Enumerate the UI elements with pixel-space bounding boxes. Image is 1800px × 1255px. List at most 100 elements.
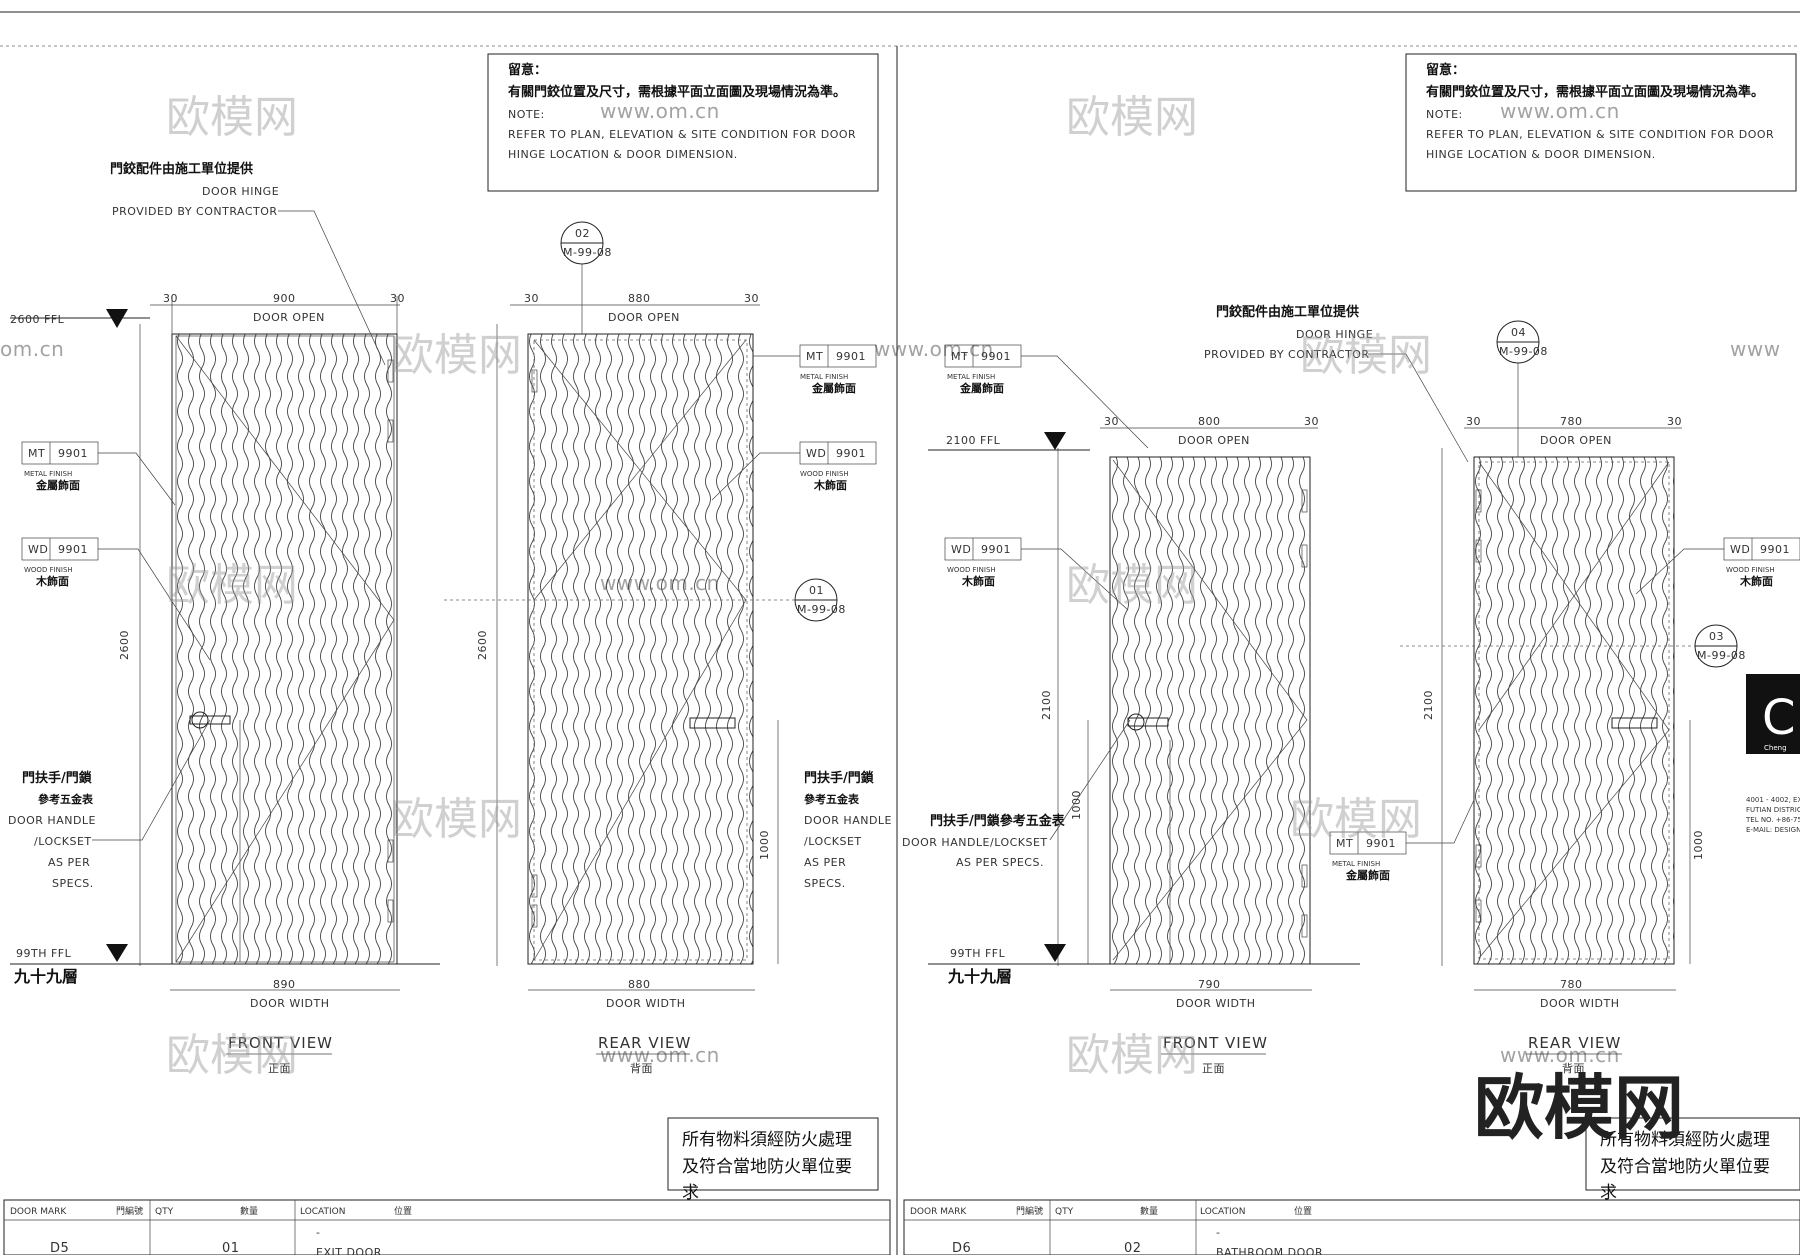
svg-text:METAL FINISH: METAL FINISH [1332, 860, 1380, 868]
svg-text:DOOR OPEN: DOOR OPEN [1178, 434, 1250, 447]
level-top: 2600 FFL [10, 313, 65, 326]
svg-text:30: 30 [744, 292, 759, 305]
svg-text:WD: WD [28, 543, 48, 556]
svg-text:02: 02 [1124, 1241, 1142, 1255]
svg-text:門編號: 門編號 [1016, 1205, 1043, 1217]
svg-text:/LOCKSET: /LOCKSET [804, 835, 862, 848]
svg-text:01: 01 [222, 1241, 240, 1255]
svg-text:METAL FINISH: METAL FINISH [24, 470, 72, 478]
note-cn: 有關門鉸位置及尺寸，需根據平面立面圖及現場情況為準。 [508, 84, 846, 100]
note-cn: 有關門鉸位置及尺寸，需根據平面立面圖及現場情況為準。 [1426, 84, 1764, 100]
view-title-rear: REAR VIEW [598, 1034, 691, 1052]
hinge-label-en1: DOOR HINGE [202, 185, 279, 198]
svg-text:1000: 1000 [1070, 790, 1083, 820]
svg-text:門編號: 門編號 [116, 1205, 143, 1217]
svg-text:REAR VIEW: REAR VIEW [1528, 1034, 1621, 1052]
svg-text:D5: D5 [50, 1241, 69, 1255]
svg-text:30: 30 [1104, 415, 1119, 428]
svg-text:www.om.cn: www.om.cn [600, 99, 720, 123]
svg-text:-: - [316, 1226, 320, 1239]
svg-text:DOOR HANDLE/LOCKSET: DOOR HANDLE/LOCKSET [902, 836, 1048, 849]
svg-text:EXIT DOOR: EXIT DOOR [316, 1246, 382, 1255]
svg-text:M-99-08: M-99-08 [1499, 345, 1548, 358]
svg-text:背面: 背面 [1562, 1061, 1585, 1075]
svg-text:TEL NO. +86-75: TEL NO. +86-75 [1745, 816, 1800, 824]
svg-text:800: 800 [1198, 415, 1221, 428]
svg-text:門扶手/門鎖: 門扶手/門鎖 [804, 770, 875, 786]
svg-text:欧模网: 欧模网 [166, 1030, 298, 1081]
hinge-label-cn: 門鉸配件由施工單位提供 [110, 161, 253, 177]
side-title-block: C Cheng 4001 - 4002, EXC FUTIAN DISTRICT… [1745, 674, 1800, 834]
svg-text:DOOR HANDLE: DOOR HANDLE [8, 814, 96, 827]
svg-text:1000: 1000 [758, 830, 771, 860]
svg-text:MT: MT [1336, 837, 1353, 850]
svg-text:AS PER: AS PER [48, 856, 90, 869]
svg-text:位置: 位置 [394, 1205, 412, 1217]
dim-door-width: DOOR WIDTH [250, 997, 330, 1010]
fire-note-left: 所有物料須經防火處理 及符合當地防火單位要 求 [667, 1117, 879, 1203]
svg-text:數量: 數量 [1140, 1205, 1158, 1217]
d5-rear-view: 30 30 880 DOOR OPEN 2600 880 DOOR WIDTH … [444, 221, 846, 1075]
svg-text:9901: 9901 [981, 543, 1011, 556]
svg-text:FRONT VIEW: FRONT VIEW [1163, 1034, 1268, 1052]
svg-text:DOOR HINGE: DOOR HINGE [1296, 328, 1373, 341]
svg-text:所有物料須經防火處理: 所有物料須經防火處理 [1600, 1130, 1770, 1150]
note-title: 留意： [508, 62, 547, 78]
handle-label-cn1: 門扶手/門鎖 [22, 770, 93, 786]
svg-text:WD: WD [1730, 543, 1750, 556]
svg-text:METAL FINISH: METAL FINISH [800, 373, 848, 381]
svg-text:求: 求 [1600, 1183, 1617, 1203]
svg-text:SPECS.: SPECS. [52, 877, 94, 890]
svg-text:2100 FFL: 2100 FFL [946, 434, 1001, 447]
view-title-front: FRONT VIEW [228, 1034, 333, 1052]
svg-text:欧模网: 欧模网 [1290, 794, 1422, 845]
svg-text:DOOR WIDTH: DOOR WIDTH [606, 997, 686, 1010]
view-subtitle-rear: 背面 [630, 1061, 653, 1075]
svg-text:正面: 正面 [1202, 1062, 1225, 1075]
svg-text:4001 - 4002, EXC: 4001 - 4002, EXC [1746, 796, 1800, 804]
svg-text:M-99-08: M-99-08 [797, 603, 846, 616]
svg-text:01: 01 [809, 584, 824, 597]
note-en-line1: REFER TO PLAN, ELEVATION & SITE CONDITIO… [508, 128, 856, 141]
svg-text:求: 求 [682, 1183, 699, 1203]
svg-text:2600: 2600 [476, 630, 489, 660]
svg-text:DOOR MARK: DOOR MARK [10, 1207, 67, 1217]
svg-text:880: 880 [628, 292, 651, 305]
svg-text:30: 30 [1304, 415, 1319, 428]
svg-text:AS PER: AS PER [804, 856, 846, 869]
svg-text:九十九層: 九十九層 [947, 967, 1012, 986]
svg-text:位置: 位置 [1294, 1205, 1312, 1217]
svg-text:/LOCKSET: /LOCKSET [34, 835, 92, 848]
svg-text:DOOR OPEN: DOOR OPEN [608, 311, 680, 324]
svg-text:www.om.cn: www.om.cn [1500, 1043, 1620, 1067]
svg-text:WOOD FINISH: WOOD FINISH [947, 566, 996, 574]
svg-text:9901: 9901 [1760, 543, 1790, 556]
svg-text:www.om.cn: www.om.cn [600, 571, 720, 595]
svg-text:門扶手/門鎖參考五金表: 門扶手/門鎖參考五金表 [930, 813, 1066, 829]
svg-text:木飾面: 木飾面 [1739, 574, 1773, 588]
svg-text:DOOR WIDTH: DOOR WIDTH [1540, 997, 1620, 1010]
svg-text:03: 03 [1709, 630, 1724, 643]
dim-width: 890 [273, 978, 296, 991]
svg-text:門鉸配件由施工單位提供: 門鉸配件由施工單位提供 [1216, 304, 1359, 320]
svg-text:WD: WD [806, 447, 826, 460]
svg-text:2100: 2100 [1040, 690, 1053, 720]
note-box-right: 留意： 有關門鉸位置及尺寸，需根據平面立面圖及現場情況為準。 NOTE: REF… [1405, 53, 1797, 192]
svg-text:欧模网: 欧模网 [1066, 1030, 1198, 1081]
svg-text:木飾面: 木飾面 [813, 478, 847, 492]
note-title: 留意： [1426, 62, 1465, 78]
svg-text:木飾面: 木飾面 [961, 574, 995, 588]
svg-text:WOOD FINISH: WOOD FINISH [800, 470, 849, 478]
door-schedule-left: DOOR MARK 門編號 QTY 數量 LOCATION 位置 D5 01 -… [3, 1199, 891, 1255]
svg-text:欧模网: 欧模网 [1066, 560, 1198, 611]
svg-text:所有物料須經防火處理: 所有物料須經防火處理 [682, 1130, 852, 1150]
svg-text:2100: 2100 [1422, 690, 1435, 720]
svg-text:www.om.cn: www.om.cn [600, 1043, 720, 1067]
svg-text:9901: 9901 [1366, 837, 1396, 850]
d5-front-view: 30 30 900 DOOR OPEN 2600 2600 FFL 99TH F… [10, 292, 440, 1075]
svg-text:D6: D6 [952, 1241, 971, 1255]
svg-text:金屬飾面: 金屬飾面 [1345, 868, 1390, 882]
